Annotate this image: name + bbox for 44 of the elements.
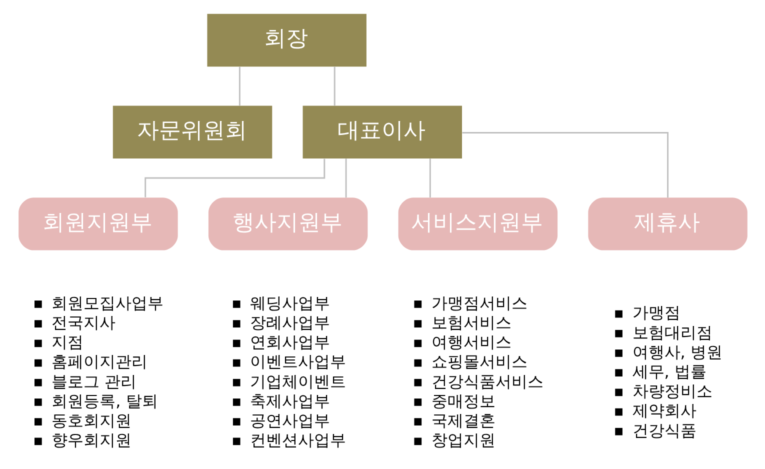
connector: [333, 66, 335, 106]
node-box: 행사지원부: [208, 197, 368, 250]
node-label: 여행사, 병원: [632, 342, 722, 361]
node-label: 창업지원: [430, 430, 495, 450]
node-label: 공연사업부: [250, 410, 330, 430]
node-label: 향우회지원: [51, 430, 132, 450]
node-box: 회원지원부: [18, 197, 178, 250]
node-box: 회장: [206, 13, 366, 66]
node-label: 보험서비스: [430, 312, 511, 332]
node-label: 여행서비스: [430, 332, 511, 352]
node-label: 차량정비소: [632, 381, 712, 400]
node-label: 국제결혼: [430, 410, 495, 430]
node-label: 가맹점서비스: [430, 292, 527, 312]
node-label: 쇼핑몰서비스: [430, 352, 527, 371]
node-label: 건강식품서비스: [430, 371, 543, 390]
node-label: 회원모집사업부: [51, 292, 164, 312]
connector: [428, 158, 430, 197]
node-label: 연회사업부: [250, 332, 330, 352]
node-box: 자문위원회: [112, 105, 272, 158]
node-label: 동호회지원: [51, 410, 132, 430]
node-label: 장례사업부: [250, 312, 330, 332]
node-label: 건강식품: [632, 420, 696, 440]
connector: [238, 66, 240, 106]
connector: [144, 158, 325, 197]
node-box: 서비스지원부: [398, 197, 558, 250]
connector: [462, 131, 668, 198]
node-label: 이벤트사업부: [250, 352, 346, 371]
node-label: 보험대리점: [632, 322, 712, 342]
node-box: 제휴사: [588, 197, 747, 250]
node-label: 제약회사: [632, 400, 696, 420]
node-label: 기업체이벤트: [250, 371, 346, 390]
node-label: 블로그 관리: [51, 371, 136, 390]
node-label: 축제사업부: [250, 390, 330, 410]
node-label: 세무, 법률: [632, 361, 706, 380]
node-label: 중매정보: [430, 390, 495, 410]
node-label: 전국지사: [51, 312, 116, 332]
node-box: 대표이사: [302, 105, 462, 158]
node-label: 웨딩사업부: [250, 292, 330, 312]
connector: [344, 158, 346, 197]
node-label: 회원등록, 탈퇴: [51, 390, 158, 410]
node-label: 지점: [51, 332, 84, 352]
node-label: 가맹점: [632, 302, 680, 322]
node-label: 홈페이지관리: [51, 352, 148, 371]
node-label: 컨벤션사업부: [250, 430, 346, 450]
